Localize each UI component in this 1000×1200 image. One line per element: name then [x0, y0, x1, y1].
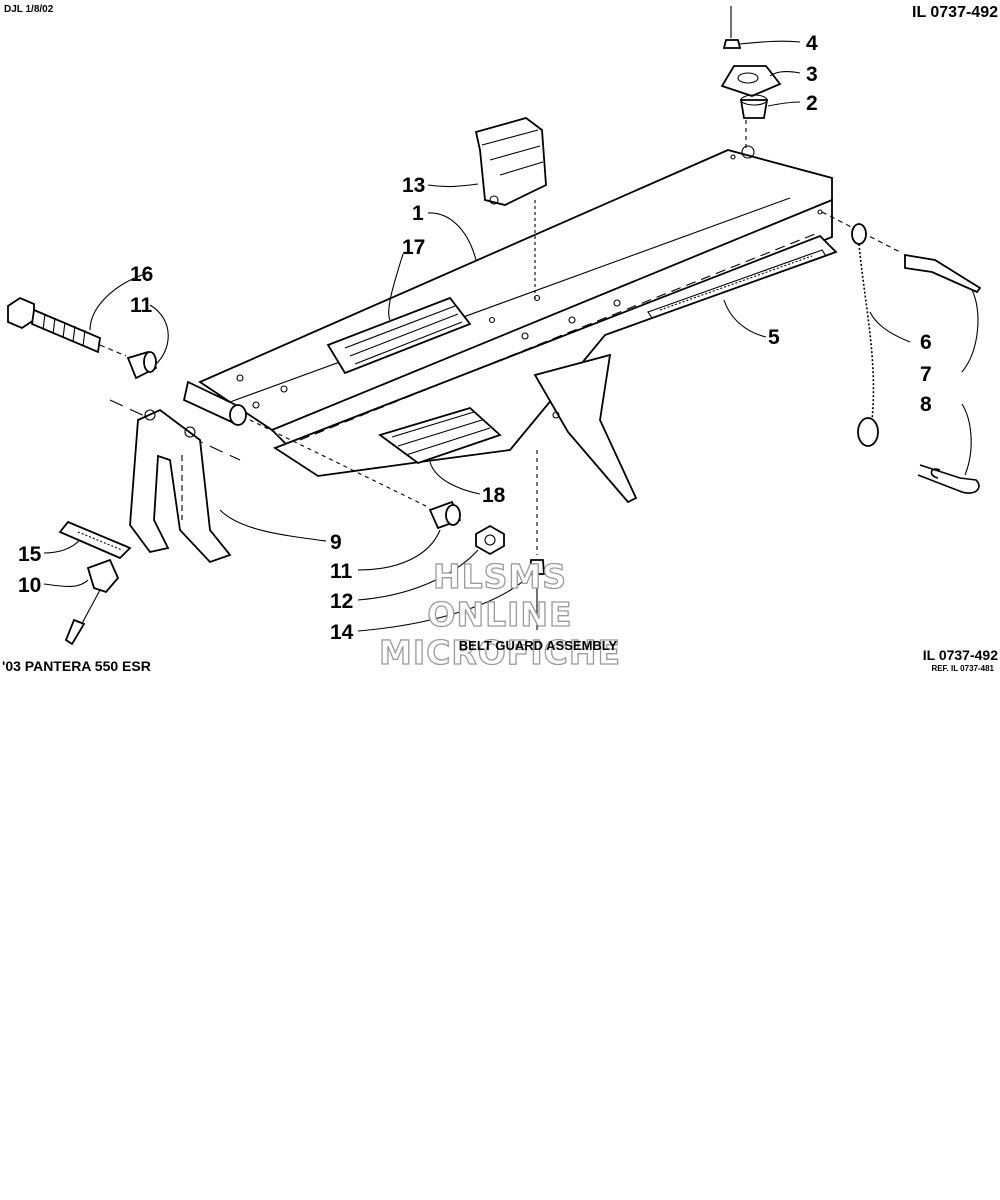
illustration-code-top: IL 0737-492: [912, 4, 998, 21]
bolt-part-16: [7, 296, 127, 357]
leader-lines: [43, 40, 979, 632]
watermark: HLSMS ONLINE MICROFICHE: [378, 556, 621, 672]
rivet-part-14: [529, 450, 545, 630]
callout-8: 8: [920, 393, 932, 416]
rivet-part-10: [64, 558, 120, 646]
reference-code: REF. IL 0737-481: [931, 664, 994, 673]
plate-part-15: [58, 520, 132, 560]
bushing-part-11: [126, 350, 158, 380]
callout-17: 17: [402, 236, 425, 259]
belt-guard-body: [198, 145, 838, 504]
hair-pin-clip: [917, 464, 980, 494]
bracket-part-9: [129, 408, 232, 564]
callout-15: 15: [18, 543, 42, 566]
callout-18: 18: [482, 484, 506, 507]
callout-6: 6: [920, 331, 932, 354]
bushing-part-11b: [249, 419, 462, 530]
callout-2: 2: [806, 92, 818, 115]
callout-4: 4: [806, 32, 818, 55]
callout-11-lower: 11: [330, 560, 353, 583]
callout-3: 3: [806, 63, 818, 86]
tether-cable: [821, 211, 982, 447]
watermark-line-1: HLSMS: [433, 557, 567, 596]
watermark-line-2: ONLINE: [427, 595, 572, 634]
illustration-code-bottom: IL 0737-492: [923, 647, 998, 663]
callout-10: 10: [18, 574, 41, 597]
diagram-title: BELT GUARD ASSEMBLY: [459, 638, 618, 653]
callout-5: 5: [768, 326, 780, 349]
callout-7: 7: [920, 363, 932, 386]
drawing-date: DJL 1/8/02: [4, 4, 54, 15]
callout-labels: 4 3 2 13 1 17 5 6 7 8 16 11 18 9 15 10 1…: [18, 32, 932, 644]
grommet-stack: [720, 6, 782, 148]
model-name: '03 PANTERA 550 ESR: [2, 658, 151, 674]
callout-11-upper: 11: [130, 294, 153, 317]
nut-part-12: [475, 524, 505, 556]
callout-1: 1: [412, 202, 424, 225]
callout-13: 13: [402, 174, 425, 197]
clip-part-13: [474, 117, 547, 300]
watermark-line-3: MICROFICHE: [379, 633, 621, 672]
callout-12: 12: [330, 590, 353, 613]
callout-16: 16: [130, 263, 153, 286]
callout-14: 14: [330, 621, 354, 644]
callout-9: 9: [330, 531, 342, 554]
